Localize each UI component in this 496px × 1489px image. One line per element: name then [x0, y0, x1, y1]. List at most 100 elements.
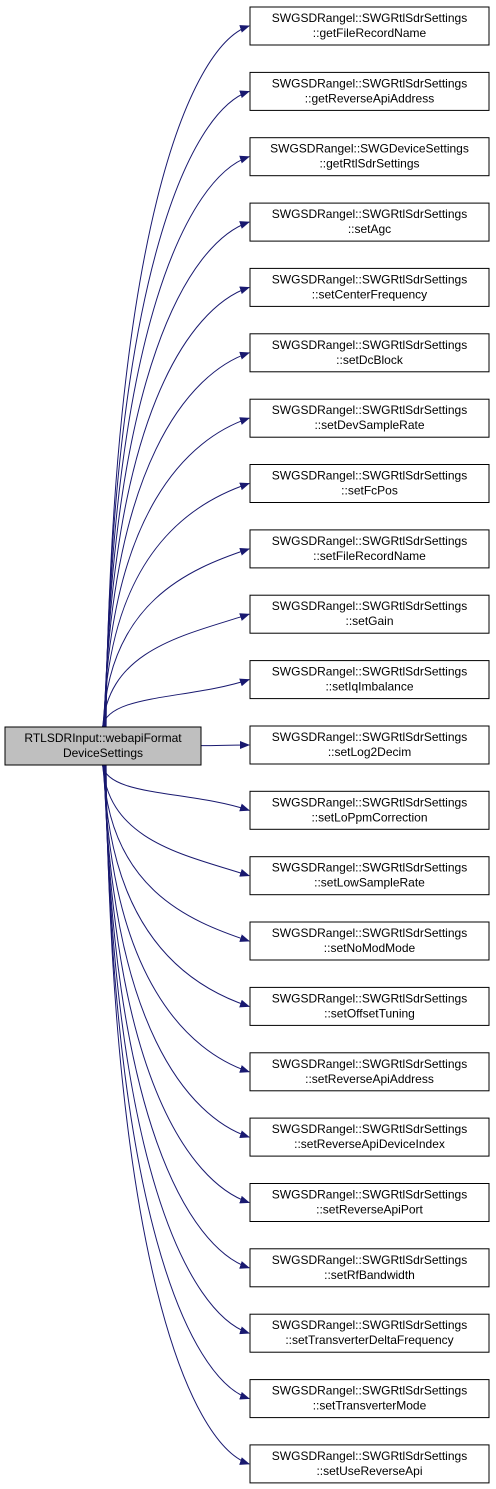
- source-node-label-line2: DeviceSettings: [63, 746, 143, 760]
- call-edge: [105, 90, 250, 728]
- target-node[interactable]: SWGSDRangel::SWGRtlSdrSettings::setRever…: [249, 1117, 490, 1157]
- target-node-box: [249, 594, 490, 634]
- call-edge: [101, 678, 250, 728]
- target-node-label-line1: SWGSDRangel::SWGRtlSdrSettings: [272, 795, 467, 809]
- target-node-box: [249, 267, 490, 307]
- target-node-label-line1: SWGSDRangel::SWGRtlSdrSettings: [272, 1253, 467, 1267]
- target-node-box: [249, 529, 490, 569]
- call-edge: [102, 764, 250, 877]
- call-edge: [103, 482, 250, 728]
- call-edge: [101, 764, 250, 812]
- target-node-label-line1: SWGSDRangel::SWGRtlSdrSettings: [272, 207, 467, 221]
- target-node-label-line1: SWGSDRangel::SWGRtlSdrSettings: [272, 1122, 467, 1136]
- edge-layer: [101, 25, 250, 1465]
- target-node-box: [249, 790, 490, 830]
- target-node-label-line1: SWGSDRangel::SWGRtlSdrSettings: [272, 534, 467, 548]
- target-node[interactable]: SWGSDRangel::SWGRtlSdrSettings::setFileR…: [249, 529, 490, 569]
- target-node-box: [249, 137, 490, 177]
- target-node-label-line1: SWGSDRangel::SWGRtlSdrSettings: [272, 1384, 467, 1398]
- source-node-box: [4, 726, 202, 766]
- target-node-box: [249, 856, 490, 896]
- target-node-label-line2: ::setTransverterMode: [313, 1399, 427, 1413]
- target-node[interactable]: SWGSDRangel::SWGRtlSdrSettings::setGain: [249, 594, 490, 634]
- source-node-label-line1: RTLSDRInput::webapiFormat: [24, 731, 182, 745]
- target-node[interactable]: SWGSDRangel::SWGRtlSdrSettings::setRever…: [249, 1183, 490, 1222]
- target-node-label-line1: SWGSDRangel::SWGDeviceSettings: [270, 142, 469, 156]
- target-node[interactable]: SWGSDRangel::SWGRtlSdrSettings::setLog2D…: [249, 725, 490, 765]
- call-edge: [104, 764, 250, 1269]
- target-node-label-line1: SWGSDRangel::SWGRtlSdrSettings: [272, 469, 467, 483]
- target-node-label-line2: ::setUseReverseApi: [316, 1464, 422, 1478]
- target-node-label-line2: ::setFcPos: [341, 484, 398, 498]
- target-node[interactable]: SWGSDRangel::SWGRtlSdrSettings::setRfBan…: [249, 1248, 490, 1288]
- target-node[interactable]: SWGSDRangel::SWGRtlSdrSettings::setUseRe…: [249, 1444, 490, 1484]
- target-node-label-line2: ::setTransverterDeltaFrequency: [285, 1333, 453, 1347]
- target-node-label-line1: SWGSDRangel::SWGRtlSdrSettings: [272, 991, 467, 1005]
- target-node-label-line1: SWGSDRangel::SWGRtlSdrSettings: [272, 1188, 467, 1202]
- target-node-label-line2: ::setReverseApiPort: [316, 1203, 423, 1217]
- target-node[interactable]: SWGSDRangel::SWGRtlSdrSettings::setNoMod…: [249, 921, 490, 961]
- node-layer: RTLSDRInput::webapiFormat DeviceSettings…: [4, 6, 490, 1484]
- target-node-box: [249, 1248, 490, 1288]
- target-node[interactable]: SWGSDRangel::SWGRtlSdrSettings::setDcBlo…: [249, 333, 490, 373]
- target-node[interactable]: SWGSDRangel::SWGDeviceSettings::getRtlSd…: [249, 137, 490, 177]
- call-edge: [103, 764, 250, 1139]
- call-edge: [104, 155, 250, 728]
- target-node-label-line2: ::getRtlSdrSettings: [319, 157, 419, 171]
- call-edge: [103, 764, 250, 1073]
- target-node-label-line2: ::setReverseApiAddress: [305, 1072, 434, 1086]
- target-node[interactable]: SWGSDRangel::SWGRtlSdrSettings::setDevSa…: [249, 398, 490, 438]
- call-edge: [102, 613, 250, 728]
- target-node-label-line2: ::setNoModMode: [324, 941, 416, 955]
- target-node[interactable]: SWGSDRangel::SWGRtlSdrSettings::setFcPos: [249, 464, 490, 503]
- call-edge: [104, 286, 250, 728]
- target-node-label-line2: ::setIqImbalance: [325, 680, 413, 694]
- target-node-label-line1: SWGSDRangel::SWGRtlSdrSettings: [272, 926, 467, 940]
- target-node-label-line1: SWGSDRangel::SWGRtlSdrSettings: [272, 76, 467, 90]
- target-node-label-line2: ::getFileRecordName: [313, 26, 427, 40]
- call-edge: [104, 764, 250, 1204]
- target-node[interactable]: SWGSDRangel::SWGRtlSdrSettings::setLowSa…: [249, 856, 490, 896]
- target-node[interactable]: SWGSDRangel::SWGRtlSdrSettings::getFileR…: [249, 6, 490, 46]
- target-node-box: [249, 986, 490, 1026]
- target-node[interactable]: SWGSDRangel::SWGRtlSdrSettings::setRever…: [249, 1052, 490, 1092]
- call-edge: [103, 351, 250, 728]
- call-edge: [102, 764, 250, 942]
- target-node-label-line2: ::setRfBandwidth: [324, 1268, 415, 1282]
- target-node[interactable]: SWGSDRangel::SWGRtlSdrSettings::setLoPpm…: [249, 790, 490, 830]
- target-node-box: [249, 725, 490, 765]
- target-node-label-line1: SWGSDRangel::SWGRtlSdrSettings: [272, 730, 467, 744]
- target-node[interactable]: SWGSDRangel::SWGRtlSdrSettings::getRever…: [249, 71, 490, 111]
- target-node-box: [249, 464, 490, 503]
- target-node-box: [249, 398, 490, 438]
- target-node-label-line1: SWGSDRangel::SWGRtlSdrSettings: [272, 861, 467, 875]
- target-node[interactable]: SWGSDRangel::SWGRtlSdrSettings::setTrans…: [249, 1379, 490, 1419]
- target-node-box: [249, 6, 490, 46]
- target-node-box: [249, 71, 490, 111]
- target-node[interactable]: SWGSDRangel::SWGRtlSdrSettings::setOffse…: [249, 986, 490, 1026]
- target-node-box: [249, 202, 490, 242]
- call-edge: [104, 764, 250, 1335]
- call-edge: [103, 417, 250, 728]
- target-node-box: [249, 1117, 490, 1157]
- target-node-label-line1: SWGSDRangel::SWGRtlSdrSettings: [272, 1449, 467, 1463]
- call-edge: [105, 764, 250, 1465]
- target-node[interactable]: SWGSDRangel::SWGRtlSdrSettings::setAgc: [249, 202, 490, 242]
- target-node-label-line2: ::setGain: [345, 614, 393, 628]
- target-node-box: [249, 1379, 490, 1419]
- target-node-box: [249, 660, 490, 700]
- target-node-box: [249, 333, 490, 373]
- target-node[interactable]: SWGSDRangel::SWGRtlSdrSettings::setTrans…: [249, 1313, 490, 1353]
- target-node-label-line2: ::setFileRecordName: [313, 549, 426, 563]
- target-node-label-line2: ::setDevSampleRate: [314, 418, 424, 432]
- target-node-label-line1: SWGSDRangel::SWGRtlSdrSettings: [272, 599, 467, 613]
- call-edge: [103, 764, 250, 1008]
- target-node-label-line1: SWGSDRangel::SWGRtlSdrSettings: [272, 665, 467, 679]
- target-node[interactable]: SWGSDRangel::SWGRtlSdrSettings::setIqImb…: [249, 660, 490, 700]
- target-node-box: [249, 1444, 490, 1484]
- target-node[interactable]: SWGSDRangel::SWGRtlSdrSettings::setCente…: [249, 267, 490, 307]
- source-node[interactable]: RTLSDRInput::webapiFormat DeviceSettings: [4, 726, 202, 766]
- target-node-box: [249, 1052, 490, 1092]
- call-edge: [104, 221, 250, 728]
